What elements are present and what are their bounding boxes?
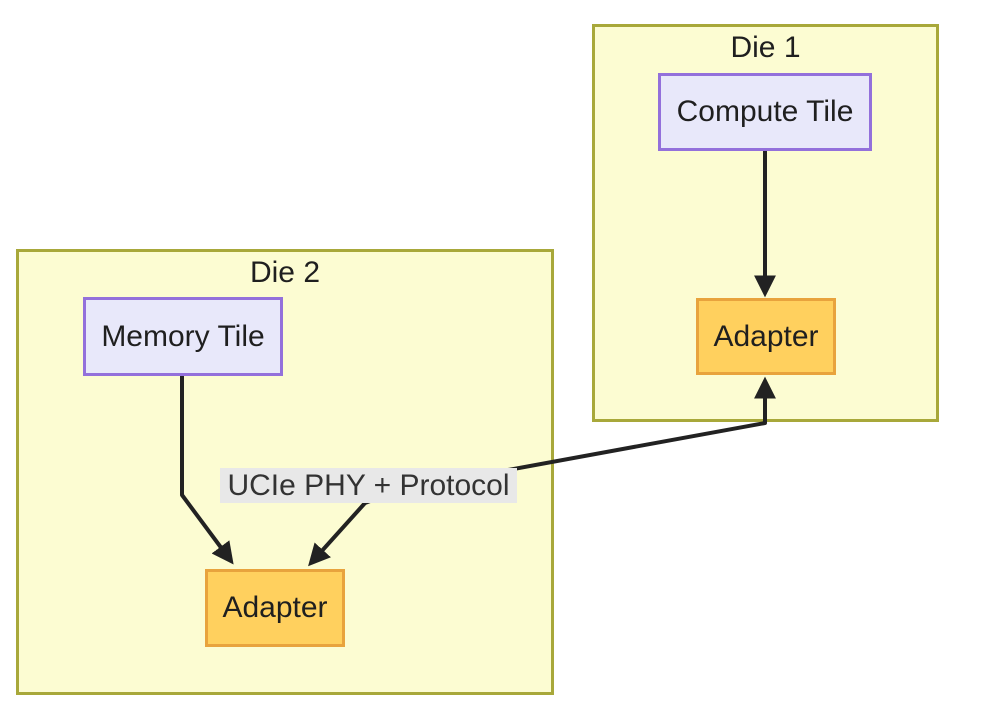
node-compute-tile: Compute Tile bbox=[658, 73, 872, 151]
node-adapter-die1: Adapter bbox=[696, 298, 836, 375]
node-adapter-die2-label: Adapter bbox=[222, 591, 328, 624]
node-memory-tile-label: Memory Tile bbox=[101, 319, 265, 353]
node-compute-tile-label: Compute Tile bbox=[676, 95, 854, 128]
node-adapter-die1-label: Adapter bbox=[713, 319, 819, 353]
cluster-die1-title: Die 1 bbox=[730, 31, 801, 64]
edge-label-ucie-phy-protocol: UCIe PHY + Protocol bbox=[220, 468, 517, 503]
edge-label-ucie-text: UCIe PHY + Protocol bbox=[227, 468, 510, 502]
node-adapter-die2: Adapter bbox=[205, 569, 345, 647]
cluster-die2-title: Die 2 bbox=[249, 256, 321, 289]
edge-memory-to-adapter2 bbox=[180, 376, 234, 565]
node-memory-tile: Memory Tile bbox=[83, 297, 283, 376]
